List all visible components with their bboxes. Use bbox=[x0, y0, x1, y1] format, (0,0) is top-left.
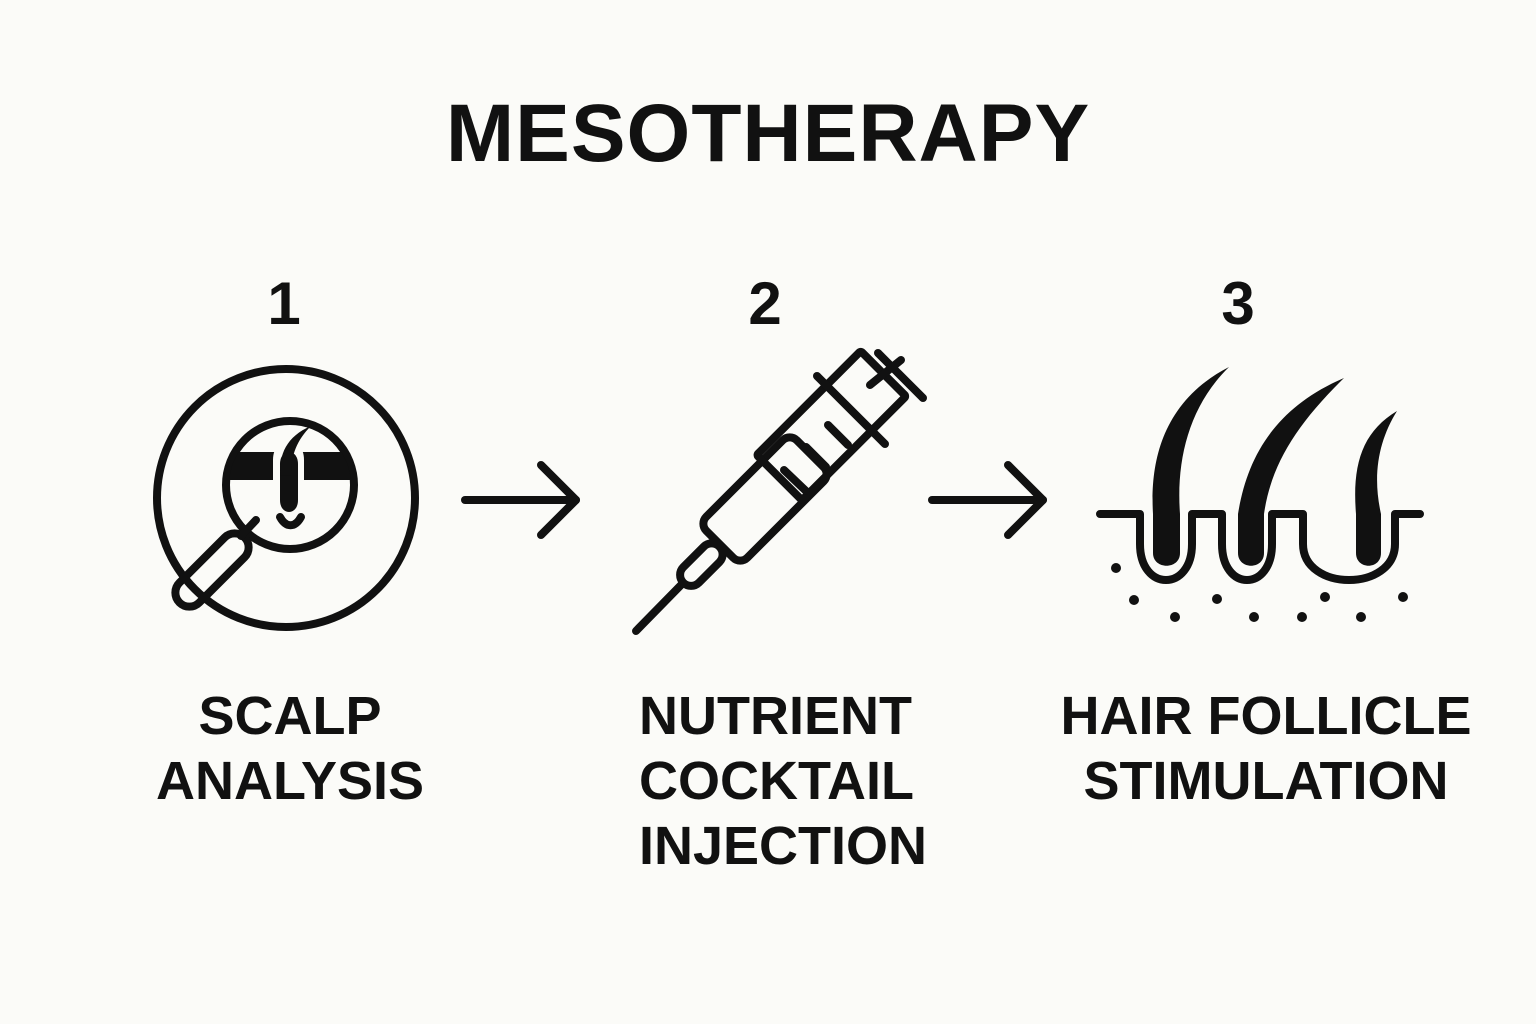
step-3-number: 3 bbox=[1221, 270, 1255, 337]
arrow-right-icon bbox=[461, 461, 580, 539]
step-1-label: SCALP ANALYSIS bbox=[80, 684, 500, 814]
hair-follicles-icon bbox=[1096, 367, 1424, 622]
step-2-label-line: NUTRIENT bbox=[639, 686, 912, 746]
step-1-label-line: ANALYSIS bbox=[155, 751, 425, 811]
page-title: MESOTHERAPY bbox=[445, 88, 1091, 179]
step-2-label: NUTRIENT COCKTAIL INJECTION bbox=[639, 684, 1059, 879]
step-1-number: 1 bbox=[267, 270, 301, 337]
step-3-label: HAIR FOLLICLE STIMULATION bbox=[1056, 684, 1476, 814]
scalp-magnifier-icon bbox=[153, 365, 419, 631]
step-2-number: 2 bbox=[748, 270, 782, 337]
arrow-right-icon bbox=[928, 461, 1047, 539]
step-3-label-line: STIMULATION bbox=[1083, 751, 1449, 811]
step-1-label-line: SCALP bbox=[198, 686, 382, 746]
step-2-label-line: COCKTAIL bbox=[639, 751, 914, 811]
step-2-label-line: INJECTION bbox=[639, 816, 928, 876]
syringe-icon bbox=[632, 347, 927, 635]
step-3-label-line: HAIR FOLLICLE bbox=[1060, 686, 1472, 746]
